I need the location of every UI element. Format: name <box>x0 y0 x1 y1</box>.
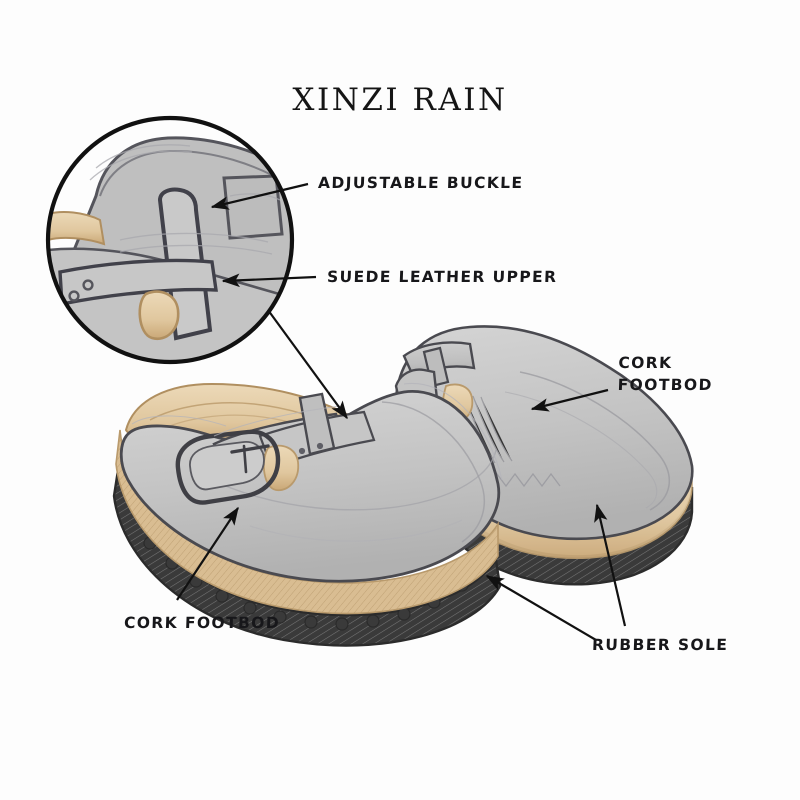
detail-inset-circle[interactable] <box>45 115 308 372</box>
front-shoe <box>112 382 503 647</box>
inset-punch-hole <box>68 290 80 302</box>
inset-punch-hole <box>82 279 94 291</box>
inset-cork-tongue <box>138 290 180 341</box>
arrow-suede-leather-upper <box>221 273 317 288</box>
callout-label: ADJUSTABLE BUCKLE <box>317 174 524 192</box>
front-shoe-strap-keeper <box>298 392 336 456</box>
connector-inset-to-shoe <box>267 309 348 420</box>
callout-label: CORK FOOTBOD <box>123 614 281 632</box>
callout-rubber-sole: RUBBER SOLE <box>592 634 729 656</box>
inset-keeper <box>222 174 284 240</box>
callout-label-line1: CORK <box>618 354 673 372</box>
inset-strap-band <box>58 258 218 307</box>
callout-cork-footbed-left: CORK FOOTBOD <box>124 612 281 634</box>
front-shoe-toe-line <box>381 401 485 543</box>
callout-label-line2: FOOTBOD <box>617 376 714 394</box>
callout-label: RUBBER SOLE <box>591 636 729 654</box>
detail-inset-content <box>48 118 292 362</box>
front-shoe-punch-hole <box>298 447 306 455</box>
arrow-cork-footbed-left <box>176 506 239 601</box>
front-shoe-buckle <box>175 429 281 505</box>
front-shoe-sketch-strokes <box>131 382 503 481</box>
front-shoe-shade-line <box>207 449 497 511</box>
rear-shoe-toe-line <box>519 371 670 511</box>
callout-cork-footbed-right: CORK FOOTBOD <box>617 352 714 396</box>
callout-suede-leather-upper: SUEDE LEATHER UPPER <box>327 266 558 288</box>
callout-adjustable-buckle: ADJUSTABLE BUCKLE <box>318 172 524 194</box>
arrow-adjustable-buckle <box>210 182 309 210</box>
arrow-rubber-sole <box>594 503 627 627</box>
inset-cork <box>48 211 106 246</box>
arrow-front-shoe-sole <box>485 575 597 641</box>
front-shoe-shade-line-2 <box>249 519 463 542</box>
callout-arrows <box>176 182 627 641</box>
front-shoe-punch-hole <box>316 442 324 450</box>
arrow-cork-footbed-right <box>530 388 609 412</box>
callout-label: SUEDE LEATHER UPPER <box>326 268 558 286</box>
